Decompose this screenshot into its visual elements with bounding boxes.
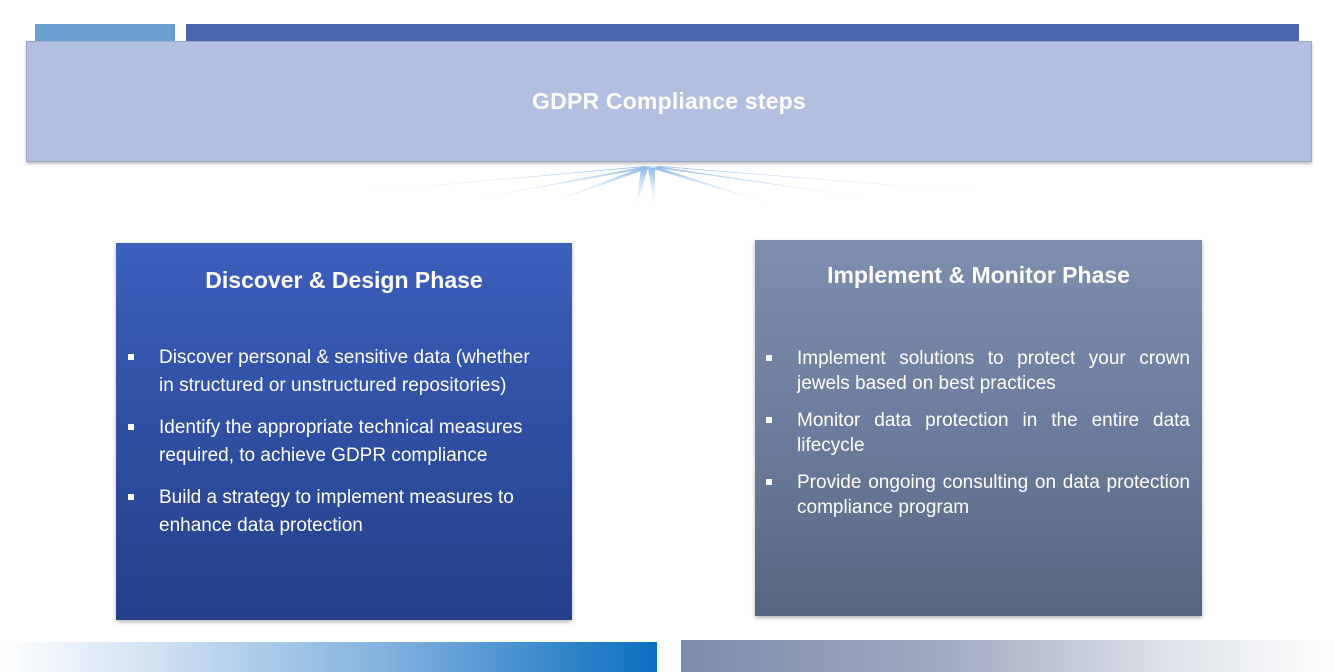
ray-center-left xyxy=(635,168,648,212)
discover-design-list: Discover personal & sensitive data (whet… xyxy=(128,344,536,540)
ray-mid-right xyxy=(650,168,790,210)
discover-design-card: Discover & Design Phase Discover persona… xyxy=(116,243,572,620)
implement-monitor-card: Implement & Monitor Phase Implement solu… xyxy=(755,240,1202,616)
connector-rays xyxy=(230,166,1130,212)
implement-monitor-list: Implement solutions to protect your crow… xyxy=(766,346,1190,520)
square-bullet-icon xyxy=(766,355,772,361)
ray-far-right xyxy=(650,166,1130,204)
footer-accent-right xyxy=(681,640,1335,672)
header-accent-left xyxy=(35,24,175,44)
ray-center-right xyxy=(648,168,655,212)
implement-monitor-title: Implement & Monitor Phase xyxy=(827,262,1130,288)
ray-mid-left xyxy=(530,168,650,210)
ray-right xyxy=(650,167,930,207)
title-banner: GDPR Compliance steps xyxy=(26,41,1312,162)
list-item: Implement solutions to protect your crow… xyxy=(766,346,1190,396)
list-item: Identify the appropriate technical measu… xyxy=(128,414,536,470)
square-bullet-icon xyxy=(128,494,134,500)
header-accent-right xyxy=(186,24,1299,44)
square-bullet-icon xyxy=(128,424,134,430)
ray-left xyxy=(430,167,654,207)
footer-accent-left xyxy=(0,642,657,672)
list-item: Monitor data protection in the entire da… xyxy=(766,408,1190,458)
list-item: Discover personal & sensitive data (whet… xyxy=(128,344,536,400)
discover-design-title: Discover & Design Phase xyxy=(205,267,483,293)
list-item: Build a strategy to implement measures t… xyxy=(128,484,536,540)
square-bullet-icon xyxy=(128,354,134,360)
list-item: Provide ongoing consulting on data prote… xyxy=(766,470,1190,520)
square-bullet-icon xyxy=(766,417,772,423)
diagram-title: GDPR Compliance steps xyxy=(532,88,806,114)
ray-far-left xyxy=(230,166,655,204)
square-bullet-icon xyxy=(766,479,772,485)
